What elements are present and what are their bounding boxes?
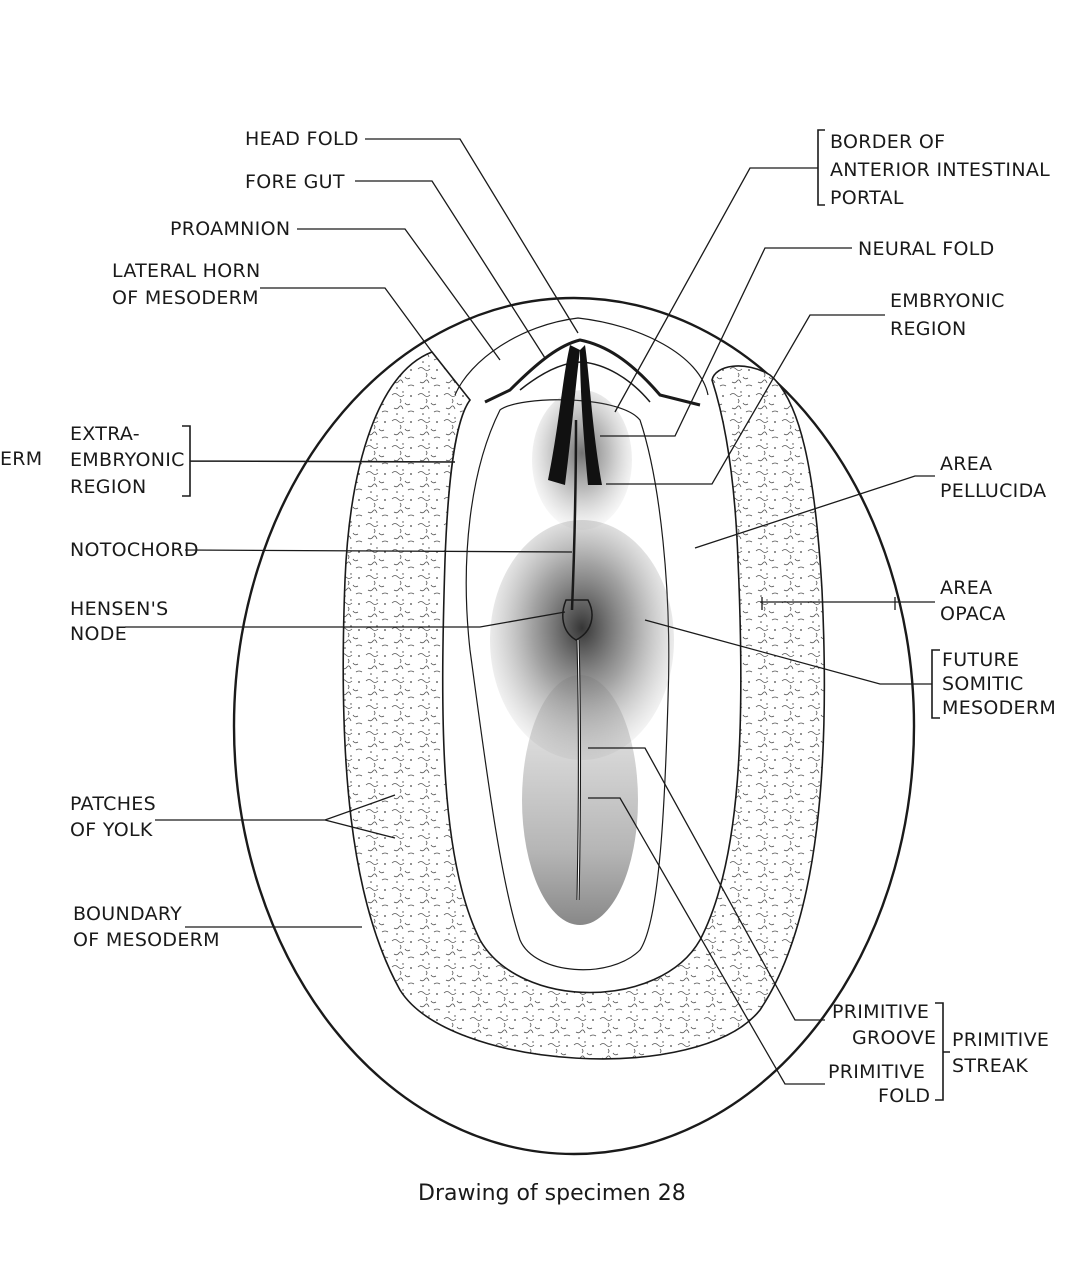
label-extra-embryonic-2: EMBRYONIC — [70, 449, 185, 471]
embryonic-region-outline — [465, 399, 670, 971]
label-border-portal-3: PORTAL — [830, 187, 904, 209]
brace-future-somitic — [931, 649, 940, 719]
label-head-fold: HEAD FOLD — [245, 128, 359, 150]
label-primitive-streak-2: STREAK — [952, 1055, 1028, 1077]
label-primitive-groove-2: GROOVE — [852, 1027, 936, 1049]
label-patches-yolk-1: PATCHES — [70, 793, 156, 815]
label-extra-embryonic-3: REGION — [70, 476, 147, 498]
label-future-somitic-3: MESODERM — [942, 697, 1056, 719]
label-neural-fold: NEURAL FOLD — [858, 238, 995, 260]
leader-head-fold — [365, 138, 579, 334]
label-future-somitic-1: FUTURE — [942, 649, 1019, 671]
label-boundary-mesoderm-2: OF MESODERM — [73, 929, 220, 951]
label-primitive-fold-2: FOLD — [878, 1085, 930, 1107]
leader-future-somitic — [644, 619, 932, 685]
leader-lateral-horn — [260, 287, 433, 353]
label-lateral-horn-2: OF MESODERM — [112, 287, 259, 309]
leader-primitive-fold — [588, 797, 825, 1085]
label-area-opaca-1: AREA — [940, 577, 992, 599]
label-area-pellucida-2: PELLUCIDA — [940, 480, 1046, 502]
primitive-groove-line — [577, 639, 580, 901]
label-fore-gut: FORE GUT — [245, 171, 345, 193]
label-area-pellucida-1: AREA — [940, 453, 992, 475]
leader-border-portal — [614, 167, 818, 413]
leader-area-opaca — [760, 597, 935, 610]
head-stipple — [532, 390, 632, 530]
neural-fold-left — [548, 345, 580, 485]
label-hensens-node-2: NODE — [70, 623, 127, 645]
label-embryonic-region-2: REGION — [890, 318, 967, 340]
leader-notochord — [184, 549, 573, 553]
area-opaca-band — [342, 351, 826, 1060]
notochord-line — [570, 419, 578, 611]
brace-primitive-streak — [935, 1002, 950, 1101]
hensens-node-shape — [562, 599, 593, 641]
figure-caption: Drawing of specimen 28 — [418, 1181, 686, 1206]
neural-fold-right — [580, 345, 602, 485]
leader-patches-yolk — [155, 794, 396, 839]
label-border-portal-1: BORDER OF — [830, 131, 945, 153]
label-notochord: NOTOCHORD — [70, 539, 199, 561]
label-embryonic-region-1: EMBRYONIC — [890, 290, 1005, 312]
leader-fore-gut — [355, 180, 546, 359]
label-primitive-fold-1: PRIMITIVE — [828, 1061, 925, 1083]
label-area-opaca-2: OPACA — [940, 603, 1006, 625]
label-primitive-streak-1: PRIMITIVE — [952, 1029, 1049, 1051]
leader-hensens-node — [125, 611, 566, 628]
brace-extra-embryonic — [182, 425, 456, 497]
leader-proamnion — [297, 228, 501, 361]
label-future-somitic-2: SOMITIC — [942, 673, 1024, 695]
label-edge-fragment: ERM — [0, 448, 43, 470]
leader-embryonic-region — [606, 314, 885, 485]
proamnion-region — [454, 317, 709, 396]
leader-primitive-groove — [588, 747, 825, 1021]
label-boundary-mesoderm-1: BOUNDARY — [73, 903, 182, 925]
leader-neural-fold — [600, 247, 852, 437]
label-lateral-horn-1: LATERAL HORN — [112, 260, 260, 282]
leader-area-pellucida — [694, 475, 935, 549]
label-hensens-node-1: HENSEN'S — [70, 598, 168, 620]
label-extra-embryonic-1: EXTRA- — [70, 423, 140, 445]
somitic-stipple — [490, 520, 674, 760]
head-fold-outline — [484, 338, 701, 407]
label-proamnion: PROAMNION — [170, 218, 290, 240]
label-border-portal-2: ANTERIOR INTESTINAL — [830, 159, 1050, 181]
label-patches-yolk-2: OF YOLK — [70, 819, 153, 841]
label-primitive-groove-1: PRIMITIVE — [832, 1001, 929, 1023]
brace-border-portal — [817, 129, 825, 206]
outer-boundary — [232, 296, 916, 1156]
